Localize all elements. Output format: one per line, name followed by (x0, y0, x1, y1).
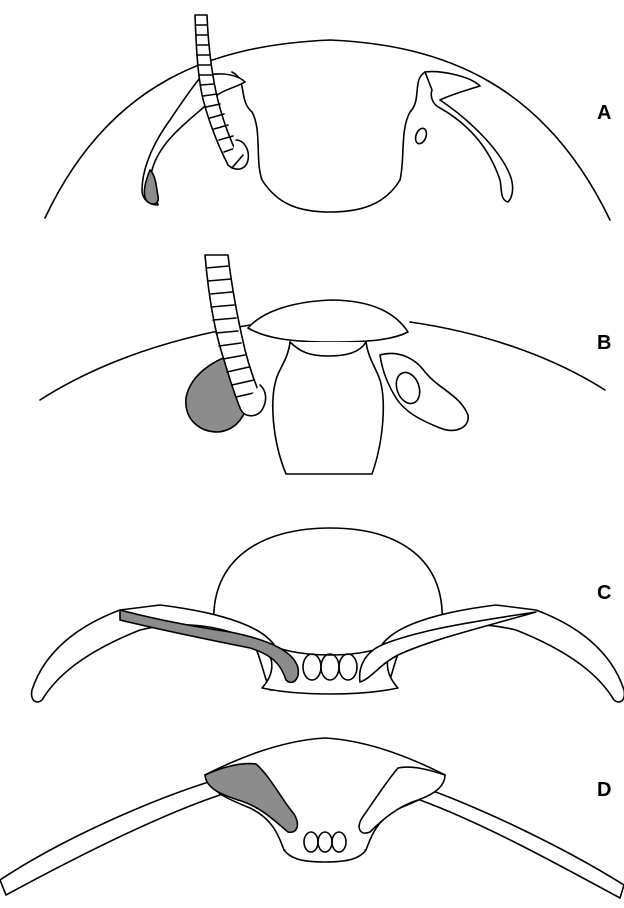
panel-d-right-wing (420, 788, 624, 898)
panel-c-dome (214, 528, 442, 625)
panel-label-d: D (597, 780, 611, 800)
panel-label-c: C (597, 583, 611, 603)
panel-b-glabella (273, 342, 383, 474)
panel-b-right-eye-lobe (380, 354, 468, 431)
panel-b-outer-margin-right (410, 322, 605, 390)
panel-label-b: B (597, 333, 611, 353)
panel-b-drawing (40, 255, 605, 474)
panel-label-a: A (597, 103, 611, 123)
panel-a-right-eye (414, 127, 429, 145)
panel-c-drawing (32, 528, 624, 702)
panel-a-drawing (45, 15, 610, 220)
panel-a-glabella (232, 72, 425, 212)
panel-a-right-eye-ridge (425, 72, 513, 202)
panel-d-left-wing (0, 780, 220, 895)
panel-d-drawing (0, 738, 624, 898)
panel-b-hypostome (248, 300, 408, 342)
